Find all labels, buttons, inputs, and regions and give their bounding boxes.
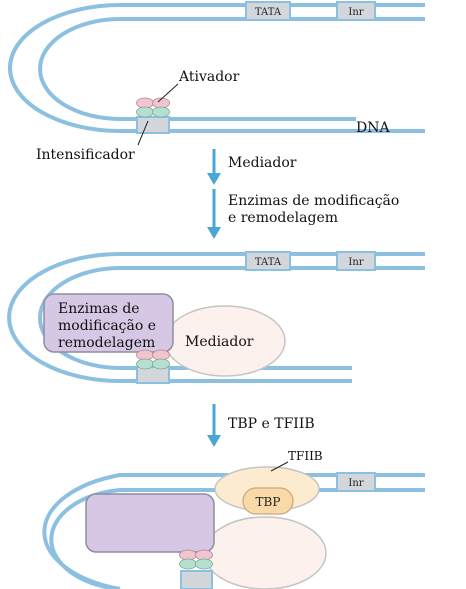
activator-subunit (136, 349, 154, 361)
tbp-label: TBP (256, 495, 281, 509)
step-arrows-2: TBP e TFIIB (207, 404, 315, 447)
activator-protein (136, 97, 170, 118)
panel-dna-loop-3: Inr TBP TFIIB (42, 449, 425, 589)
step-tbp-tfiib-label: TBP e TFIIB (228, 416, 315, 432)
enhancer-leader-line (137, 120, 149, 146)
activator-subunit (152, 349, 170, 361)
activator-subunit (152, 106, 170, 118)
activator-protein (179, 549, 213, 570)
activator-leader-line (157, 83, 179, 103)
enzymes-complex (85, 493, 215, 553)
tfiib-leader-line (270, 461, 289, 472)
enzymes-label-line3: remodelagem (58, 335, 155, 351)
tata-label: TATA (255, 257, 282, 268)
tata-box (245, 251, 291, 271)
activator-protein (136, 349, 170, 370)
step-mediator-label: Mediador (228, 155, 297, 171)
activator-subunit (195, 549, 213, 561)
mediator-complex (203, 516, 327, 589)
dna-outer-strand (8, 2, 425, 133)
step-enzymes-label-line1: Enzimas de modificação (228, 193, 399, 209)
arrow-head (207, 435, 221, 447)
tfiib-label: TFIIB (288, 449, 323, 463)
mediator-label: Mediador (185, 334, 254, 350)
step-arrows-1: Mediador Enzimas de modificação e remode… (207, 149, 399, 239)
activator-label: Ativador (178, 69, 240, 85)
dna-label: DNA (356, 120, 390, 136)
arrow-head (207, 227, 221, 239)
inr-label: Inr (348, 478, 363, 489)
tata-label: TATA (255, 7, 282, 18)
arrow-head (207, 173, 221, 185)
inr-label: Inr (348, 257, 363, 268)
enzymes-complex (43, 293, 174, 353)
inr-box (336, 251, 376, 271)
activator-subunit (179, 558, 197, 570)
enhancer-label: Intensificador (36, 147, 135, 163)
dna-inner-strand (38, 17, 425, 121)
dna-inner-strand (38, 266, 425, 370)
activator-subunit (136, 106, 154, 118)
activator-subunit (136, 97, 154, 109)
panel-dna-loop-1: TATA Inr Ativador Intensificador DNA (8, 1, 425, 163)
inr-label: Inr (348, 7, 363, 18)
activator-subunit (195, 558, 213, 570)
dna-outer-strand (7, 252, 425, 383)
enzymes-label-line1: Enzimas de (58, 301, 140, 317)
activator-subunit (152, 358, 170, 370)
step-enzymes-label-line2: e remodelagem (228, 210, 338, 226)
enhancer-box (136, 116, 170, 134)
inr-box (336, 472, 376, 492)
inr-box (336, 1, 376, 21)
activator-subunit (136, 358, 154, 370)
enhancer-box (180, 570, 213, 589)
enzymes-label-line2: modificação e (58, 318, 156, 334)
activator-subunit (179, 549, 197, 561)
panel-dna-loop-2: TATA Inr Mediador Enzimas de modificação… (7, 251, 425, 384)
tbp-protein (242, 487, 294, 515)
tata-box (245, 1, 291, 21)
enhancer-box (136, 366, 170, 384)
